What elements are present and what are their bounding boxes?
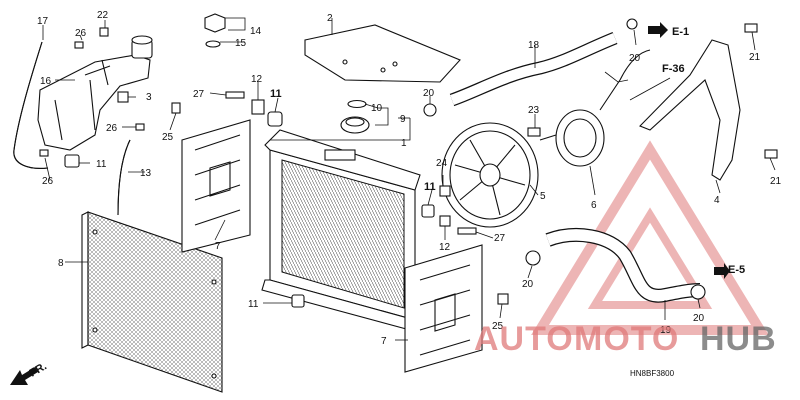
label-21-bottom: 21 <box>770 176 782 187</box>
bolt-21-top <box>744 23 758 33</box>
bolt-27-fan <box>457 227 477 235</box>
watermark-text: AUTO MOTO HUB <box>474 320 777 358</box>
clamp-20-lower-right <box>690 284 706 300</box>
label-13: 13 <box>140 168 152 179</box>
clamp-20-upper-right <box>626 18 638 30</box>
cap-gasket <box>347 99 367 109</box>
bolt-25-right <box>497 293 509 305</box>
label-12-top: 12 <box>251 74 263 85</box>
grommet-11-top <box>267 111 283 127</box>
radiator-cap <box>340 116 370 134</box>
clamp-3 <box>117 91 129 103</box>
watermark-auto: AUTO <box>474 320 574 358</box>
label-26-top: 26 <box>75 28 87 39</box>
clamp-20-lower-left <box>525 250 541 266</box>
label-7-right: 7 <box>381 336 387 347</box>
label-3: 3 <box>146 92 152 103</box>
clip-26-top <box>74 41 84 49</box>
bolt-27-top <box>225 91 245 99</box>
cooling-fan <box>441 122 539 228</box>
radiator-cover-plate <box>304 24 461 83</box>
label-20-lower-right: 20 <box>693 313 705 324</box>
front-direction: FR. <box>10 360 49 385</box>
fan-bracket <box>639 39 741 181</box>
label-11-fan: 11 <box>424 181 436 193</box>
label-8: 8 <box>58 258 64 269</box>
ref-e5-text: E-5 <box>728 264 745 276</box>
bolt-21-bottom <box>764 149 778 159</box>
fan-motor <box>539 49 651 167</box>
label-12-fan: 12 <box>439 242 451 253</box>
reference-e5: E-5 <box>714 263 745 279</box>
label-6: 6 <box>591 200 597 211</box>
label-20-mid: 20 <box>423 88 435 99</box>
label-27-fan: 27 <box>494 233 506 244</box>
arrow-icon <box>714 263 730 279</box>
label-1: 1 <box>401 138 407 149</box>
label-27-top: 27 <box>193 89 205 100</box>
collar-12-top <box>251 99 265 115</box>
label-25-right: 25 <box>492 321 504 332</box>
label-9: 9 <box>400 114 406 125</box>
label-14: 14 <box>250 26 262 37</box>
label-26-left: 26 <box>42 176 54 187</box>
clip-26-mid <box>135 123 145 131</box>
reserve-tank <box>37 35 153 151</box>
label-10: 10 <box>371 103 383 114</box>
watermark-hub: HUB <box>700 320 777 358</box>
arrow-icon <box>648 22 668 38</box>
washer-15 <box>205 40 221 48</box>
diagram-code: HN8BF3800 <box>630 369 675 378</box>
label-11-left: 11 <box>96 159 107 170</box>
label-5: 5 <box>540 191 546 202</box>
collar-12-fan <box>439 215 451 227</box>
watermark-moto: MOTO <box>574 320 679 358</box>
label-7-left: 7 <box>215 241 221 252</box>
cap-nut-14 <box>204 13 226 33</box>
label-11-top: 11 <box>270 88 282 100</box>
label-15: 15 <box>235 38 247 49</box>
radiator-shroud-right <box>404 244 483 373</box>
clip-26-left <box>39 149 49 157</box>
nut-24 <box>439 185 451 197</box>
reference-e1: E-1 <box>648 22 689 38</box>
front-arrow-icon <box>10 367 38 385</box>
bolt-22 <box>99 27 109 37</box>
label-2: 2 <box>327 13 333 24</box>
label-23: 23 <box>528 105 540 116</box>
label-11-bottom: 11 <box>248 299 259 310</box>
label-22: 22 <box>97 10 109 21</box>
ref-f36-text: F-36 <box>662 63 685 75</box>
bolt-23 <box>527 127 541 137</box>
label-18: 18 <box>528 40 540 51</box>
front-label: FR. <box>28 360 49 379</box>
ref-e1-text: E-1 <box>672 26 689 38</box>
clamp-20-mid <box>423 103 437 117</box>
bolt-25-left <box>171 102 181 114</box>
label-20-lower-left: 20 <box>522 279 534 290</box>
label-19: 19 <box>660 325 672 336</box>
grommet-11-fan <box>421 204 435 218</box>
radiator-grille <box>81 211 223 393</box>
label-24: 24 <box>436 158 448 169</box>
part-labels: 17 22 26 16 3 26 13 11 26 8 14 15 2 27 1… <box>37 10 782 347</box>
cap-11-left <box>64 154 80 168</box>
label-16: 16 <box>40 76 52 87</box>
label-20-top: 20 <box>629 53 641 64</box>
reference-f36: F-36 <box>629 63 685 101</box>
radiator-shroud-left <box>181 119 251 253</box>
label-4: 4 <box>714 195 720 206</box>
label-21-top: 21 <box>749 52 761 63</box>
label-26-mid: 26 <box>106 123 118 134</box>
label-25-left: 25 <box>162 132 174 143</box>
leader-lines <box>42 17 776 341</box>
grommet-11-bottom <box>291 294 305 308</box>
label-17: 17 <box>37 16 49 27</box>
radiator-core <box>261 129 421 331</box>
